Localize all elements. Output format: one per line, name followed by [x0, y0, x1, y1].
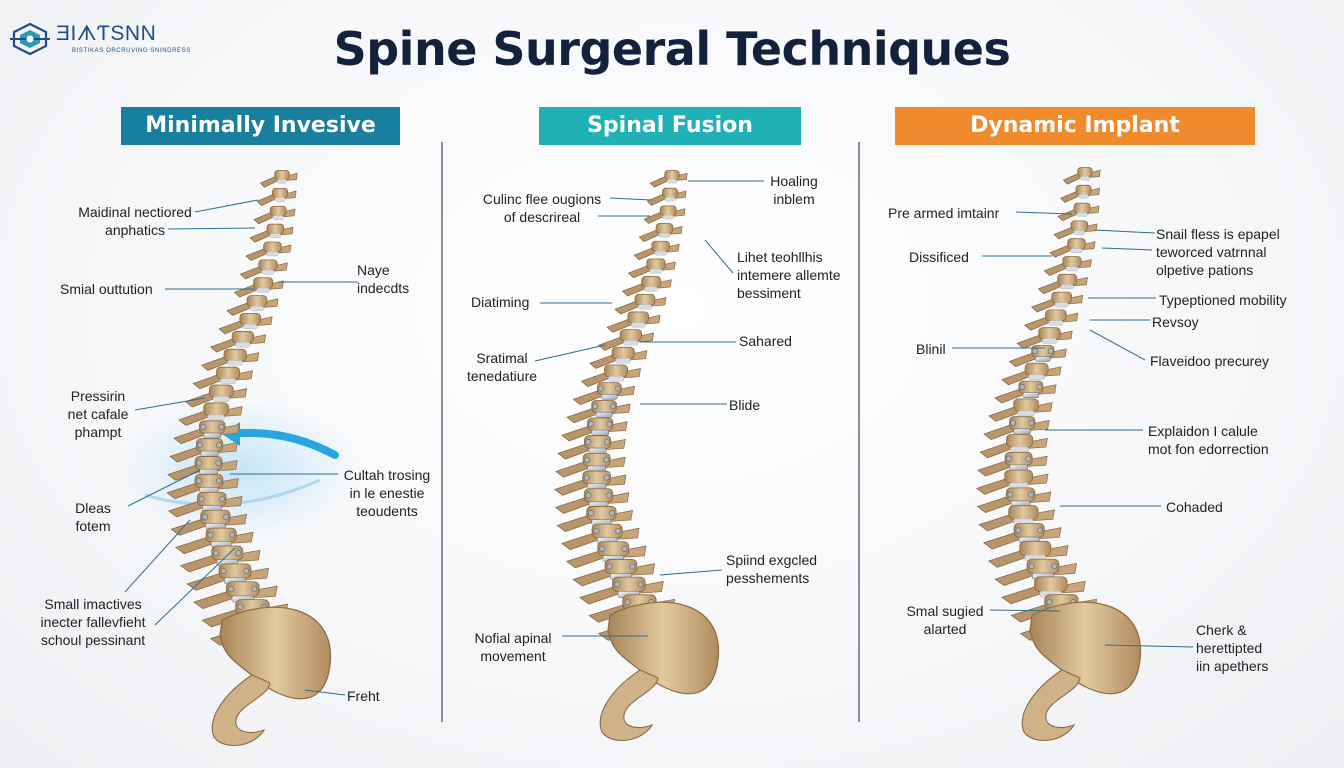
logo-text: ƎIᗑƬSNN: [56, 22, 157, 45]
leader-line: [1104, 644, 1194, 648]
label-p3-1: Pre armed imtainr: [888, 205, 1000, 221]
leader-line: [1101, 247, 1153, 251]
label-p3-5: Revsoy: [1152, 314, 1199, 330]
leader-line: [1094, 229, 1156, 234]
leader-line: [134, 397, 206, 411]
shield-logo-icon: [10, 22, 50, 56]
leader-line: [154, 547, 236, 626]
label-p2-4: Diatiming: [471, 294, 530, 310]
leader-line: [167, 227, 256, 230]
access-arrow-icon: [226, 428, 339, 459]
leader-line: [124, 519, 191, 593]
label-p1-2: Smial outtution: [60, 281, 153, 297]
logo-subtext: BISTIKAS ORCRUVING SNINDRESS: [72, 48, 191, 54]
label-p3-9: Cohaded: [1166, 499, 1223, 515]
leader-line: [534, 344, 606, 362]
panel-header-dynamic-implant: Dynamic Implant: [895, 107, 1255, 145]
spine-spinal-fusion: [553, 170, 720, 741]
panel-header-minimally-invasive: Minimally Invesive: [121, 107, 400, 145]
leader-line: [194, 199, 259, 213]
spine-minimally-invasive: [166, 170, 332, 746]
leader-line: [127, 469, 201, 507]
treatment-glow: [120, 400, 360, 540]
leader-line: [989, 609, 1061, 612]
label-p3-7: Flaveidoo precurey: [1150, 353, 1270, 369]
panel-divider: [858, 142, 860, 722]
label-p3-4: Typeptioned mobility: [1159, 292, 1287, 308]
logo: ƎIᗑƬSNN BISTIKAS ORCRUVING SNINDRESS: [10, 20, 200, 62]
leader-line: [659, 569, 723, 576]
leader-line: [304, 689, 346, 696]
label-p2-5: Sahared: [739, 333, 792, 349]
leader-line: [609, 197, 653, 201]
page-title: Spine Surgeral Techniques: [333, 22, 1011, 76]
panel-header-spinal-fusion: Spinal Fusion: [539, 107, 801, 145]
leader-line: [1015, 211, 1073, 215]
panel-divider: [441, 142, 443, 722]
spine-dynamic-implant: [975, 167, 1142, 741]
leader-line: [704, 239, 734, 274]
label-p2-7: Blide: [729, 397, 761, 413]
label-p3-6: Blinil: [916, 341, 946, 357]
label-p3-3: Dissificed: [909, 249, 969, 265]
label-p1-8: Freht: [347, 688, 380, 704]
leader-line: [1089, 329, 1146, 361]
